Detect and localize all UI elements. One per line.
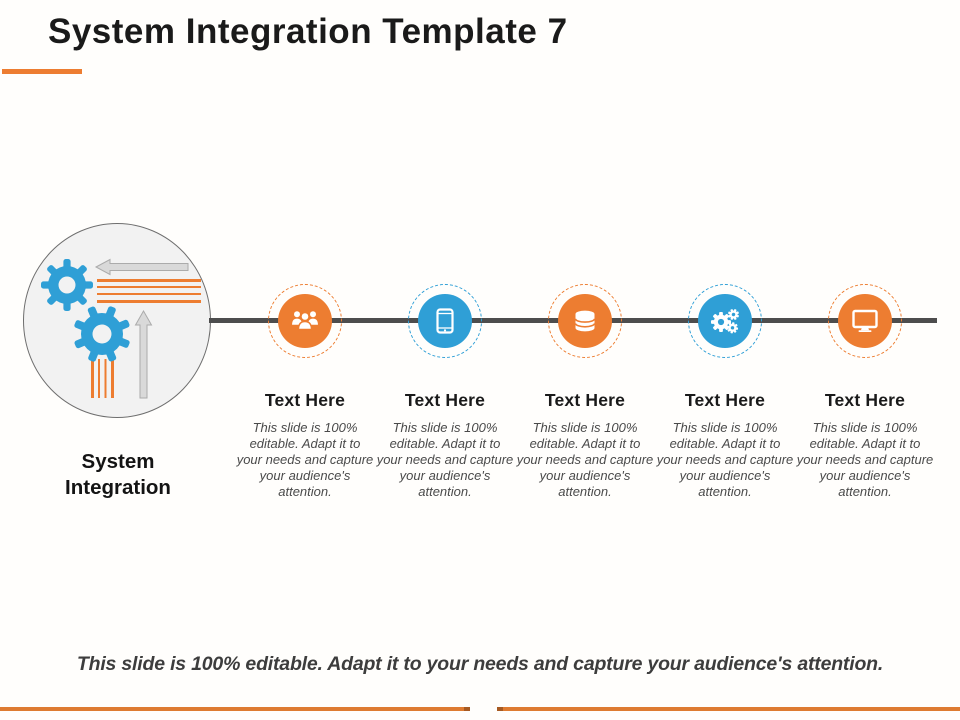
step-4-heading: Text Here (684, 390, 766, 410)
hub-gear-bottom (74, 306, 130, 362)
step-1-body: This slide is 100% editable. Adapt it to… (236, 420, 374, 499)
step-1-node (268, 284, 342, 358)
step-4: Text Here This slide is 100% editable. A… (650, 284, 800, 500)
step-1: Text Here This slide is 100% editable. A… (230, 284, 380, 500)
bottom-rule-right (497, 707, 960, 712)
bottom-rule-left (0, 707, 470, 712)
step-3-heading: Text Here (544, 390, 626, 410)
step-2-body: This slide is 100% editable. Adapt it to… (376, 420, 514, 499)
hub-gear-top (41, 259, 93, 311)
up-arrow-icon (134, 309, 153, 399)
hub-label-line2: Integration (65, 476, 171, 499)
step-2: Text Here This slide is 100% editable. A… (370, 284, 520, 500)
step-5: Text Here This slide is 100% editable. A… (790, 284, 940, 500)
step-2-heading: Text Here (404, 390, 486, 410)
footer-note: This slide is 100% editable. Adapt it to… (76, 653, 884, 675)
step-5-node (828, 284, 902, 358)
orange-vertical-lines (91, 359, 114, 398)
database-icon (574, 310, 596, 332)
step-3-node (548, 284, 622, 358)
step-4-body: This slide is 100% editable. Adapt it to… (656, 420, 794, 499)
smartphone-icon (436, 308, 454, 334)
team-icon (292, 311, 318, 331)
monitor-icon (852, 309, 878, 332)
gears-icon (711, 309, 739, 334)
integration-gears-icon (41, 258, 201, 399)
system-integration-hub (23, 223, 211, 418)
hub-label-line1: System (81, 450, 155, 473)
step-5-heading: Text Here (824, 390, 906, 410)
step-3-body: This slide is 100% editable. Adapt it to… (516, 420, 654, 499)
step-1-heading: Text Here (264, 390, 346, 410)
step-3: Text Here This slide is 100% editable. A… (510, 284, 660, 500)
slide-title: System Integration Template 7 (48, 12, 568, 51)
title-underline (2, 69, 82, 74)
orange-horizontal-lines (97, 279, 201, 303)
step-2-node (408, 284, 482, 358)
step-5-body: This slide is 100% editable. Adapt it to… (796, 420, 934, 499)
hub-label: System Integration (28, 449, 208, 501)
left-arrow-icon (94, 258, 189, 276)
step-4-node (688, 284, 762, 358)
